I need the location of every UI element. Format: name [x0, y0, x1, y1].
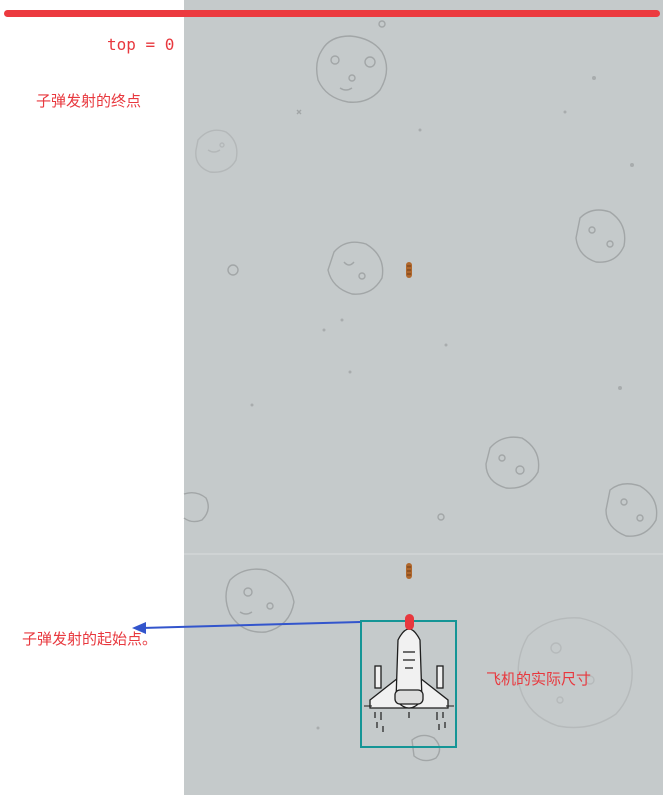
plane-bounding-box: [360, 620, 457, 748]
fighter-plane-icon: [364, 628, 454, 732]
bullet-icon: [406, 563, 412, 579]
asteroid-icon: [227, 264, 239, 276]
top-zero-label: top = 0: [107, 35, 175, 54]
asteroid-icon: [485, 436, 540, 489]
bullet-start-marker: [405, 614, 414, 630]
background-tile-seam: [184, 553, 663, 555]
asteroid-icon: [327, 241, 384, 295]
asteroid-icon: [378, 20, 386, 28]
bullet-start-label: 子弹发射的起始点。: [22, 630, 158, 648]
top-boundary-line: [4, 10, 660, 17]
asteroid-icon: [296, 109, 302, 115]
asteroid-icon: [437, 513, 445, 521]
plane-size-label: 飞机的实际尺寸: [486, 670, 592, 688]
bullet-end-label: 子弹发射的终点: [36, 92, 142, 110]
asteroid-icon: [517, 617, 633, 729]
game-background: [184, 0, 663, 795]
bullet-icon: [406, 262, 412, 278]
asteroid-icon: [195, 129, 238, 173]
arrow-icon: [132, 621, 361, 634]
asteroid-icon: [315, 35, 388, 103]
asteroid-icon: [183, 491, 209, 523]
asteroid-icon: [575, 209, 626, 263]
asteroid-icon: [411, 734, 441, 762]
asteroid-icon: [605, 483, 658, 537]
asteroid-icon: [225, 568, 295, 633]
